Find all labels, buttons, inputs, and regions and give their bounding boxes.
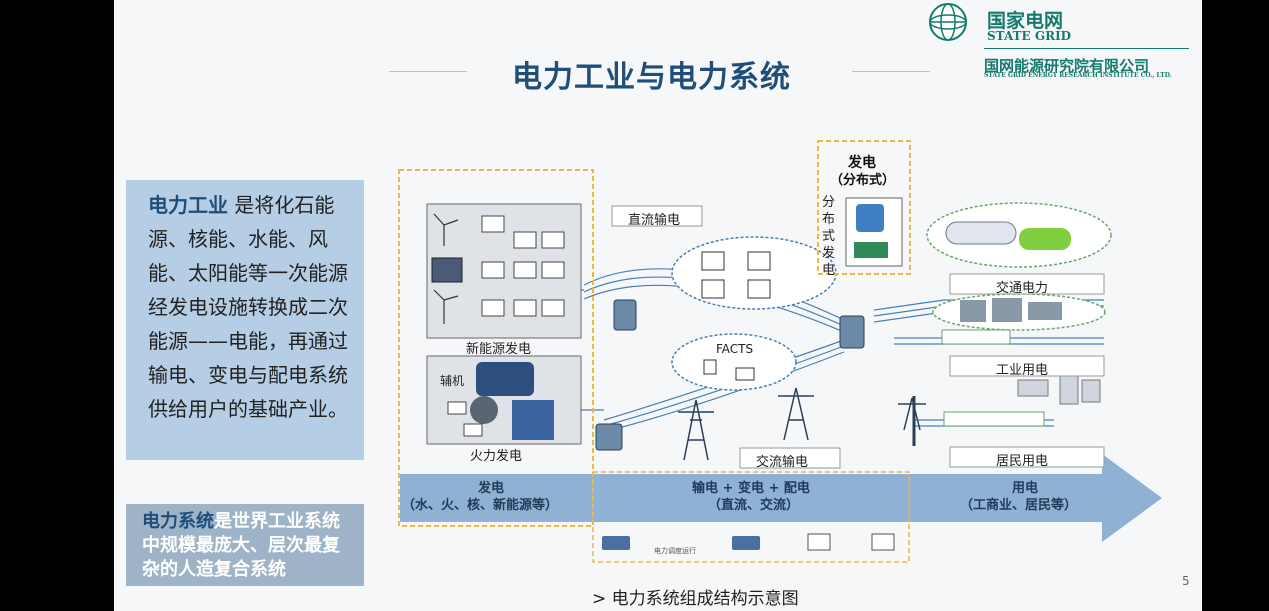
facts-cloud <box>671 333 797 391</box>
distributed-sub: （分布式） <box>830 173 896 188</box>
dispatch-label: 电力调度运行 <box>654 547 696 555</box>
logo-en: STATE GRID <box>987 29 1072 43</box>
facts-label: FACTS <box>716 342 754 356</box>
arrow-trans-title: 输电 + 变电 + 配电 <box>692 481 810 496</box>
generation-zone <box>398 169 594 527</box>
transport-label-box <box>949 273 1105 295</box>
logo-cn: 国家电网 <box>987 10 1064 32</box>
dc-label: 直流输电 <box>628 213 681 228</box>
solar-panel-icon <box>431 257 463 283</box>
industrial-label-box <box>949 355 1105 377</box>
industry-definition: 电力工业 是将化石能源、核能、水能、风能、太阳能等一次能源经发电设施转换成二次能… <box>126 180 364 460</box>
power-system-diagram <box>398 140 1162 563</box>
new-energy-label: 新能源发电 <box>466 342 532 357</box>
dc-converter-icons <box>701 251 771 299</box>
page-title: 电力工业与电力系统 <box>512 60 791 95</box>
distribution-strips <box>941 329 1045 427</box>
generator-icon <box>470 362 554 440</box>
arrow-gen-sub: （水、火、核、新能源等） <box>402 498 559 513</box>
dispatch-icons <box>602 533 895 551</box>
flow-arrow <box>400 454 1162 542</box>
thermal-label: 火力发电 <box>470 449 523 464</box>
ac-label-box <box>739 447 841 469</box>
arrow-gen-title: 发电 <box>478 481 505 496</box>
institute-cn: 国网能源研究院有限公司 <box>984 57 1150 75</box>
residential-label: 居民用电 <box>996 454 1049 469</box>
diagram-caption: > 电力系统组成结构示意图 <box>592 589 799 609</box>
institute-en: STATE GRID ENERGY RESEARCH INSTITUTE CO.… <box>984 72 1172 79</box>
title-rule-left <box>389 71 467 72</box>
arrow-trans-sub: （直流、交流） <box>708 498 800 513</box>
transport-cloud <box>926 202 1112 268</box>
industry-text: 是将化石能源、核能、水能、风能、太阳能等一次能源经发电设施转换成二次能源——电能… <box>148 193 348 421</box>
transmission-zone <box>592 471 910 563</box>
train-icon <box>945 221 1017 245</box>
industrial-label: 工业用电 <box>996 363 1049 378</box>
converter-blocks <box>481 215 565 317</box>
page-number: 5 <box>1182 574 1190 588</box>
aux-label: 辅机 <box>440 374 465 388</box>
industry-term: 电力工业 <box>148 193 228 217</box>
title-rule-right <box>852 71 930 72</box>
logo-divider <box>984 48 1189 49</box>
wind-app-icon <box>856 204 884 232</box>
slide: 电力工业与电力系统 国家电网 STATE GRID 国网能源研究院有限公司 ST… <box>114 0 1202 611</box>
distributed-vertical: 分布式发电 <box>822 195 836 278</box>
factory-icons <box>960 298 1062 322</box>
system-definition: 电力系统是世界工业系统中规模最庞大、层次最复杂的人造复合系统 <box>126 504 364 586</box>
transport-label: 交通电力 <box>996 281 1049 296</box>
system-term: 电力系统 <box>142 511 214 532</box>
system-text: 是世界工业系统中规模最庞大、层次最复杂的人造复合系统 <box>142 511 340 580</box>
distributed-title: 发电 <box>848 155 876 171</box>
appliance-icons <box>1017 375 1101 405</box>
tower-icons <box>678 387 926 461</box>
residential-label-box <box>949 446 1105 468</box>
arrow-use-title: 用电 <box>1012 481 1039 496</box>
dc-label-box <box>611 205 703 227</box>
ac-label: 交流输电 <box>756 455 809 470</box>
wind-turbine-icon <box>433 213 459 324</box>
arrow-use-sub: （工商业、居民等） <box>960 498 1078 513</box>
electric-car-icon <box>1019 228 1071 250</box>
solar-field-icon <box>854 242 888 258</box>
transformer-icons <box>595 299 865 451</box>
